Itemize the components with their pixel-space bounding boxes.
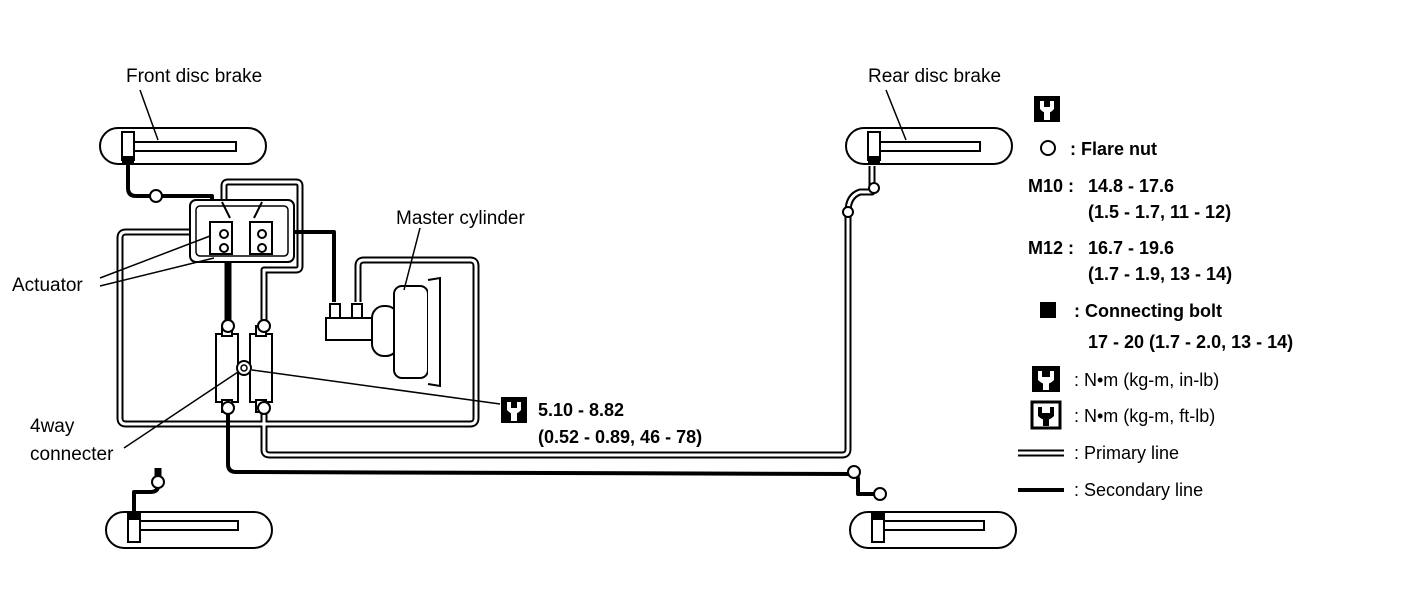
rear-disc-brake-top — [845, 127, 1013, 165]
legend-m12-value: 16.7 - 19.6 — [1088, 238, 1174, 258]
legend-connecting-bolt-value: 17 - 20 (1.7 - 2.0, 13 - 14) — [1088, 332, 1293, 352]
legend-m12-label: M12 : — [1028, 238, 1074, 258]
connecting-bolt-icon — [1040, 302, 1056, 318]
legend-m10-label: M10 : — [1028, 176, 1074, 196]
leader-lines — [99, 89, 907, 449]
legend: : Flare nut M10 : 14.8 - 17.6 (1.5 - 1.7… — [1018, 96, 1293, 500]
label-4way: 4way — [30, 416, 75, 437]
legend-flare-nut: : Flare nut — [1070, 139, 1157, 159]
label-connecter: connecter — [30, 444, 114, 465]
label-rear-disc-brake: Rear disc brake — [868, 66, 1001, 87]
label-master-cylinder: Master cylinder — [396, 208, 525, 229]
legend-nm-inlb: : N•m (kg-m, in-lb) — [1074, 370, 1219, 390]
legend-nm-ftlb: : N•m (kg-m, ft-lb) — [1074, 406, 1215, 426]
torque-callout: 5.10 - 8.82 (0.52 - 0.89, 46 - 78) — [501, 397, 702, 447]
flare-nuts — [149, 182, 887, 501]
legend-m12-sub: (1.7 - 1.9, 13 - 14) — [1088, 264, 1232, 284]
torque-callout-value: 5.10 - 8.82 — [538, 400, 624, 420]
label-actuator: Actuator — [12, 275, 83, 296]
legend-secondary-line: : Secondary line — [1074, 480, 1203, 500]
front-disc-brake-top — [99, 127, 267, 165]
legend-m10-sub: (1.5 - 1.7, 11 - 12) — [1088, 202, 1231, 222]
torque-callout-sub: (0.52 - 0.89, 46 - 78) — [538, 427, 702, 447]
wrench-icon-legend-top — [1034, 96, 1060, 122]
actuator-block — [189, 199, 295, 263]
legend-connecting-bolt: : Connecting bolt — [1074, 301, 1222, 321]
legend-m10-value: 14.8 - 17.6 — [1088, 176, 1174, 196]
four-way-connector — [215, 325, 273, 413]
front-disc-brake-bottom — [105, 511, 273, 549]
flare-nut-icon — [1040, 140, 1056, 156]
wrench-icon-ftlb-legend — [1030, 400, 1062, 430]
rear-disc-brake-bottom — [849, 511, 1017, 549]
label-front-disc-brake: Front disc brake — [126, 66, 262, 87]
wrench-icon-ftlb — [501, 397, 527, 423]
wrench-icon-inlb — [1032, 366, 1060, 392]
master-cylinder — [325, 276, 441, 388]
legend-primary-line: : Primary line — [1074, 443, 1179, 463]
